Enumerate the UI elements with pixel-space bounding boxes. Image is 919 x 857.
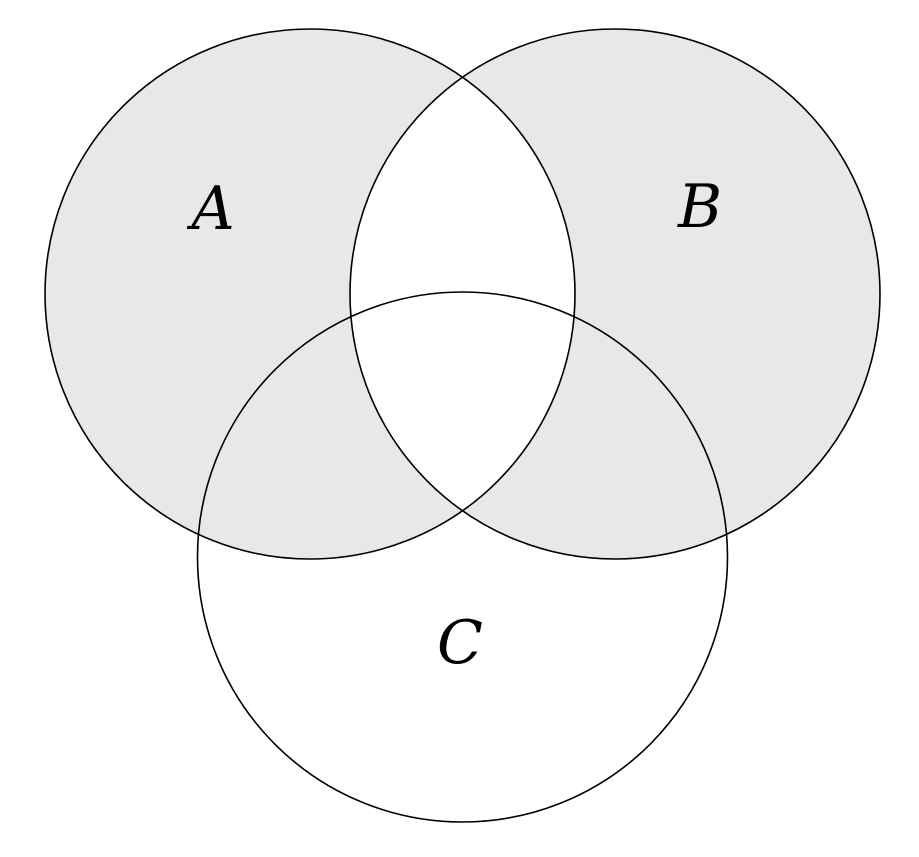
shaded-region-a-xor-b — [44, 28, 880, 560]
set-label-a: A — [186, 174, 234, 244]
set-label-b: B — [677, 172, 722, 242]
set-label-c: C — [437, 608, 483, 678]
circle-c-outline — [196, 291, 729, 823]
circle-a-outline — [44, 28, 576, 560]
circle-b-outline — [349, 28, 881, 560]
